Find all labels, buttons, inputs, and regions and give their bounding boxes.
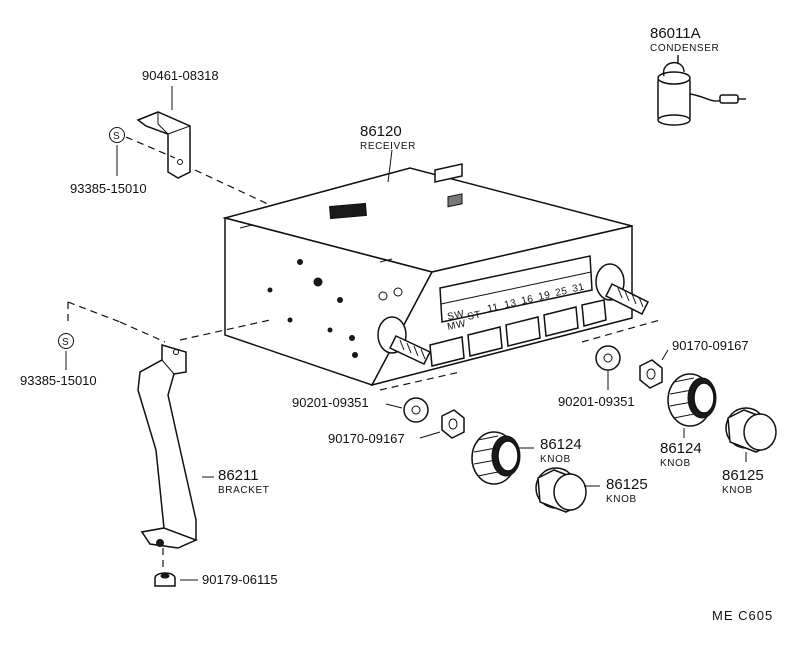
right-outer-knob-part-number: 86125 [722,467,764,484]
left-knob-dash [379,371,461,391]
receiver-leader [387,149,393,183]
lower-screw-dash [67,301,121,323]
condenser-label: CONDENSER [650,43,719,54]
right-inner-knob-label: KNOB [660,458,691,469]
diagram-code: ME C605 [712,608,773,623]
condenser-part-number: 86011A [650,25,701,42]
lower-screw-dash-2 [119,321,166,343]
upper-screw-s-circle [109,127,125,143]
left-inner-knob-label: KNOB [540,454,571,465]
band-label-st: ST [466,309,482,323]
dial-scale: 11 13 16 19 25 31 [486,282,585,315]
lower-screw-part-number: 93385-15010 [20,373,97,388]
left-washer-part-number: 90201-09351 [292,395,369,410]
scale-mark: 16 [520,294,534,307]
band-label-mw: MW [446,318,467,333]
upper-screw-s-symbol: S [113,131,120,142]
left-outer-knob-drawing [535,467,587,513]
receiver-label: RECEIVER [360,141,416,152]
right-nut-drawing [639,359,663,389]
bracket-drawing [137,344,198,549]
left-nut-leader [419,431,441,439]
scale-mark: 25 [554,286,568,299]
bolt-part-number: 90179-06115 [202,572,278,587]
left-inner-knob-drawing [471,431,521,485]
upper-bracket-drawing [136,111,191,179]
right-inner-knob-part-number: 86124 [660,440,702,457]
lower-screw-s-circle [58,333,74,349]
right-nut-leader [661,349,669,361]
left-nut-part-number: 90170-09167 [328,431,405,446]
right-washer-drawing [595,345,621,371]
right-outer-knob-drawing [725,407,777,453]
bracket-label: BRACKET [218,485,269,496]
band-label-sw: SW [446,309,465,323]
left-nut-drawing [441,409,465,439]
right-washer-part-number: 90201-09351 [558,394,635,409]
scale-mark: 11 [486,302,500,315]
upper-screw-dash [125,136,176,159]
left-outer-knob-part-number: 86125 [606,476,648,493]
bracket-part-number: 86211 [218,467,259,484]
scale-mark: 19 [537,290,551,303]
upper-bracket-part-number: 90461-08318 [142,68,219,83]
right-outer-knob-label: KNOB [722,485,753,496]
upper-mount-dash [194,169,271,206]
upper-screw-part-number: 93385-15010 [70,181,147,196]
left-washer-drawing [403,397,429,423]
receiver-drawing [222,163,650,387]
left-washer-leader [385,403,403,409]
condenser-drawing [657,55,746,126]
left-outer-knob-label: KNOB [606,494,637,505]
bolt-drawing [154,572,176,587]
lower-screw-s-symbol: S [62,337,69,348]
right-inner-knob-drawing [667,373,717,427]
right-nut-part-number: 90170-09167 [672,338,749,353]
lower-mount-dash [179,319,271,341]
right-knob-dash [581,319,661,343]
left-inner-knob-part-number: 86124 [540,436,582,453]
scale-mark: 13 [503,298,517,311]
scale-mark: 31 [571,282,585,295]
receiver-part-number: 86120 [360,123,402,140]
